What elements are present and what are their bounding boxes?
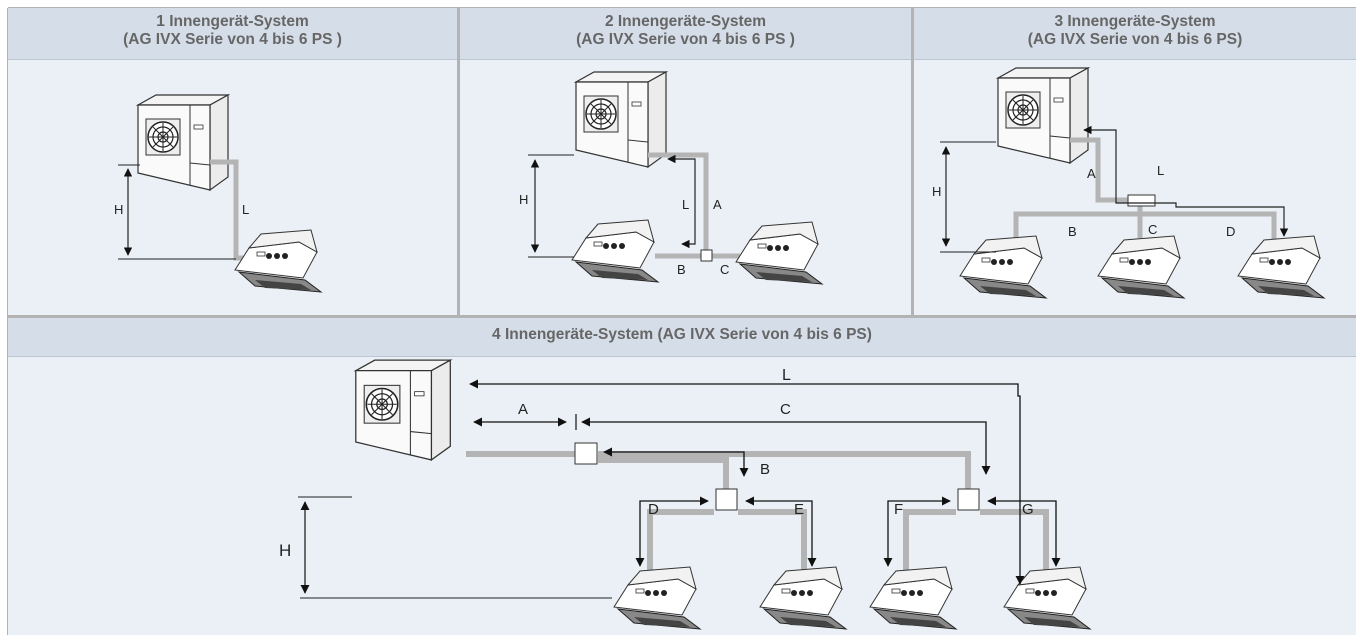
divider-horizontal: [8, 315, 1356, 318]
indoor-unit-2a: [571, 219, 659, 283]
indoor-unit-3a: [959, 235, 1047, 299]
divider-top: [8, 7, 1356, 8]
indoor-unit-4c: [869, 566, 957, 630]
panel-4-label-d: D: [648, 501, 659, 518]
panel-1-label-h: H: [114, 202, 123, 217]
panel-3-header: 3 Innengeräte-System (AG IVX Serie von 4…: [914, 8, 1356, 60]
branch-joint-3: [1127, 194, 1156, 207]
panel-4-label-l: L: [782, 367, 791, 384]
panel-1-header: 1 Innengerät-System (AG IVX Serie von 4 …: [8, 8, 457, 60]
panel-4-label-c: C: [780, 401, 791, 418]
panel-3-label-h: H: [932, 184, 941, 199]
panel-3-label-b: B: [1068, 224, 1077, 239]
panel-4-header: 4 Innengeräte-System (AG IVX Serie von 4…: [8, 318, 1356, 357]
indoor-unit-4d: [1003, 566, 1091, 630]
panel-2-label-l: L: [682, 197, 689, 212]
panel-1-label-l: L: [242, 202, 249, 217]
outdoor-unit-4: [355, 359, 452, 461]
indoor-unit-4b: [759, 566, 847, 630]
divider-1-2: [457, 8, 460, 315]
divider-left-edge: [7, 8, 8, 635]
panel-3-label-a: A: [1087, 166, 1096, 181]
divider-2-3: [911, 8, 914, 315]
branch-joint-4b: [715, 488, 738, 511]
panel-4-label-a: A: [518, 401, 528, 418]
panel-1-diagram: H L: [114, 94, 322, 293]
panel-4-label-g: G: [1022, 501, 1034, 518]
panel-3-label-l: L: [1157, 163, 1164, 178]
panel-4-label-f: F: [894, 501, 903, 518]
branch-joint-2: [700, 249, 713, 262]
outdoor-unit-1: [137, 94, 229, 191]
panel-1-title: 1 Innengerät-System: [156, 13, 309, 30]
panel-4-label-e: E: [794, 501, 804, 518]
panel-4-title: 4 Innengeräte-System (AG IVX Serie von 4…: [492, 326, 872, 343]
pipe-1: [210, 159, 248, 261]
indoor-unit-4a: [613, 566, 701, 630]
panel-3-subtitle: (AG IVX Serie von 4 bis 6 PS): [1027, 31, 1243, 48]
indoor-unit-2b: [735, 221, 823, 285]
panel-4-label-h: H: [279, 541, 291, 560]
indoor-unit-3b: [1097, 235, 1185, 299]
panel-2-label-a: A: [713, 197, 722, 212]
panel-2-subtitle: (AG IVX Serie von 4 bis 6 PS ): [576, 31, 795, 48]
panel-3-title: 3 Innengeräte-System: [1054, 13, 1216, 30]
panel-3-diagram: H L A B C D: [932, 67, 1325, 299]
panel-2-label-c: C: [720, 262, 729, 277]
panel-2-diagram: H L A B C: [519, 71, 823, 285]
indoor-unit-1: [234, 229, 322, 293]
panel-3-label-d: D: [1226, 224, 1235, 239]
panel-4-diagram: H L A C B D E F G: [279, 359, 1091, 630]
panel-2-label-b: B: [677, 262, 686, 277]
branch-joint-4c: [957, 488, 980, 511]
panel-1-indoor: 1 Innengerät-System (AG IVX Serie von 4 …: [8, 8, 457, 315]
panel-2-header: 2 Innengeräte-System (AG IVX Serie von 4…: [460, 8, 911, 60]
indoor-unit-3c: [1237, 235, 1325, 299]
branch-joint-4a: [574, 442, 598, 465]
panel-1-subtitle: (AG IVX Serie von 4 bis 6 PS ): [123, 31, 342, 48]
panel-4-label-b: B: [760, 461, 770, 478]
panel-3-label-c: C: [1148, 222, 1157, 237]
outdoor-unit-3: [997, 67, 1089, 164]
panel-2-label-h: H: [519, 192, 528, 207]
panel-2-title: 2 Innengeräte-System: [604, 13, 767, 30]
